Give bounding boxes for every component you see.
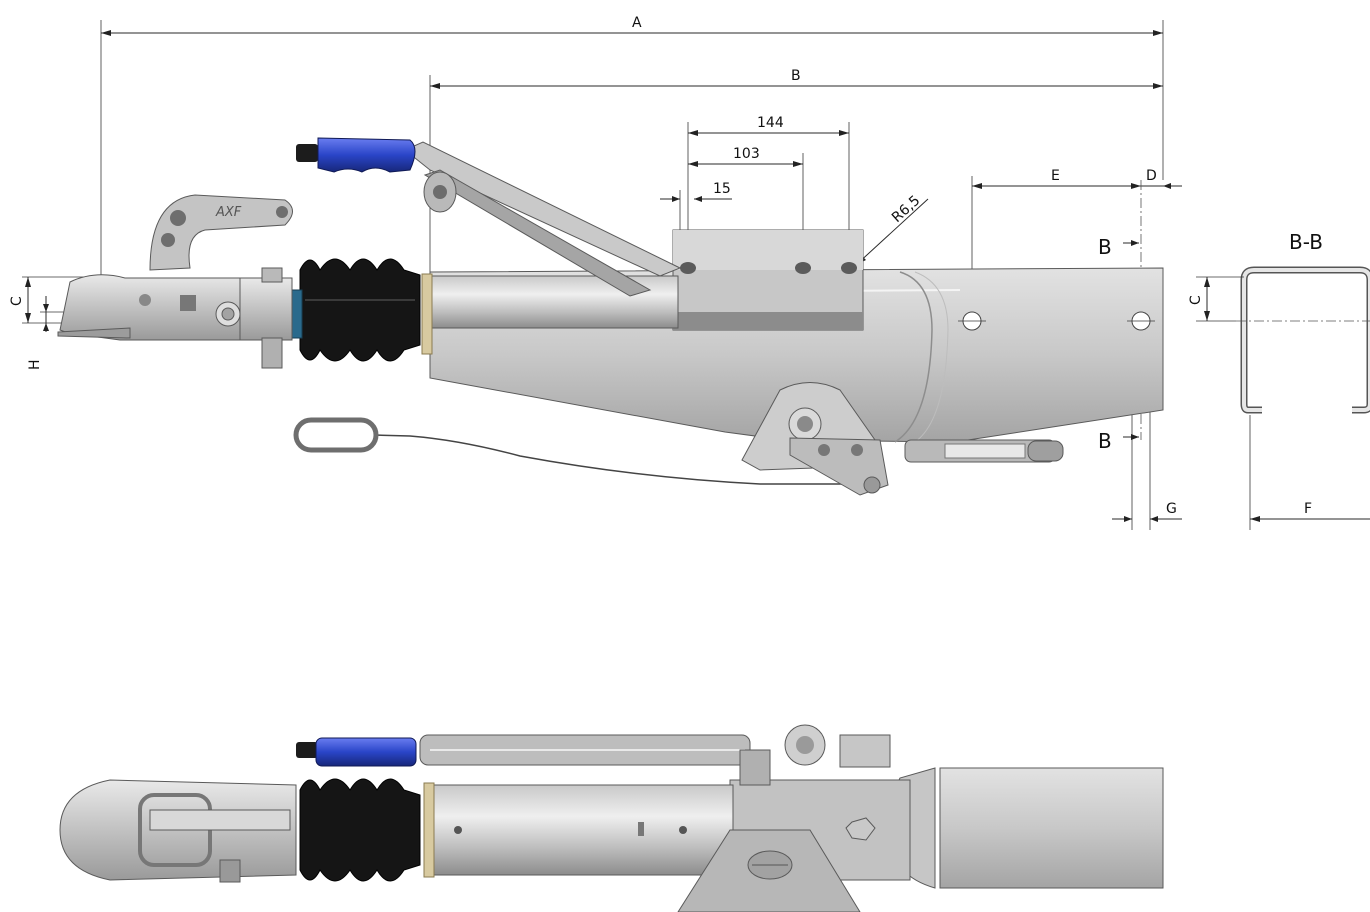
dimension-144-label: 144 <box>757 115 784 131</box>
section-title: B-B <box>1289 230 1323 254</box>
side-view: AXF <box>57 137 1164 496</box>
dimension-radius: R6,5 <box>855 193 929 266</box>
dimension-H-label: H <box>27 359 43 370</box>
section-marker-top: B <box>1098 235 1112 259</box>
slot-hole-1 <box>680 262 696 274</box>
plan-tail-box <box>939 767 1164 889</box>
snap-hook <box>293 417 379 453</box>
handbrake-lever <box>296 137 682 297</box>
section-dimension-F-label: F <box>1304 501 1312 517</box>
coupling-head: AXF <box>57 194 293 369</box>
slot-hole-2 <box>795 262 811 274</box>
dimension-103-label: 103 <box>733 146 760 162</box>
bellows <box>299 258 421 362</box>
mounting-plate <box>672 229 864 331</box>
brand-mark: AXF <box>215 205 242 220</box>
dimension-radius-label: R6,5 <box>889 193 923 226</box>
drawbar-tube <box>427 275 679 329</box>
coupling-lever <box>149 194 293 271</box>
dimension-A: A <box>100 15 1164 305</box>
section-view-B-B: B-B C F <box>1188 230 1370 530</box>
dimension-103: 103 <box>688 146 804 268</box>
dimension-D-label: D <box>1146 168 1157 184</box>
mounting-hole-rear <box>1127 311 1155 331</box>
plan-handle-grip <box>315 737 417 767</box>
dimension-A-label: A <box>632 15 642 31</box>
plan-tube <box>427 784 734 876</box>
dimension-D: D <box>1141 168 1182 189</box>
guide-bushing <box>421 273 433 355</box>
handle-grip <box>317 137 416 173</box>
dimension-144: 144 <box>687 115 850 268</box>
plan-coupling-head <box>59 779 297 883</box>
dimension-C-label: C <box>9 296 25 306</box>
dimension-B-label: B <box>791 68 801 84</box>
dimension-G-label: G <box>1166 501 1177 517</box>
handle-cap <box>296 144 318 162</box>
section-cut-line: B B <box>1098 180 1142 453</box>
section-marker-bottom: B <box>1098 429 1112 453</box>
breakaway-cable <box>293 417 850 485</box>
plan-handbrake <box>296 724 891 786</box>
mounting-hole-front <box>958 311 986 331</box>
slot-hole-3 <box>841 262 857 274</box>
dimension-E-label: E <box>1051 168 1060 184</box>
plan-view <box>59 724 1164 912</box>
plan-bellows <box>299 778 421 882</box>
dimension-15-label: 15 <box>713 181 731 197</box>
brake-linkage <box>741 382 1064 496</box>
section-dimension-C-label: C <box>1188 295 1204 305</box>
